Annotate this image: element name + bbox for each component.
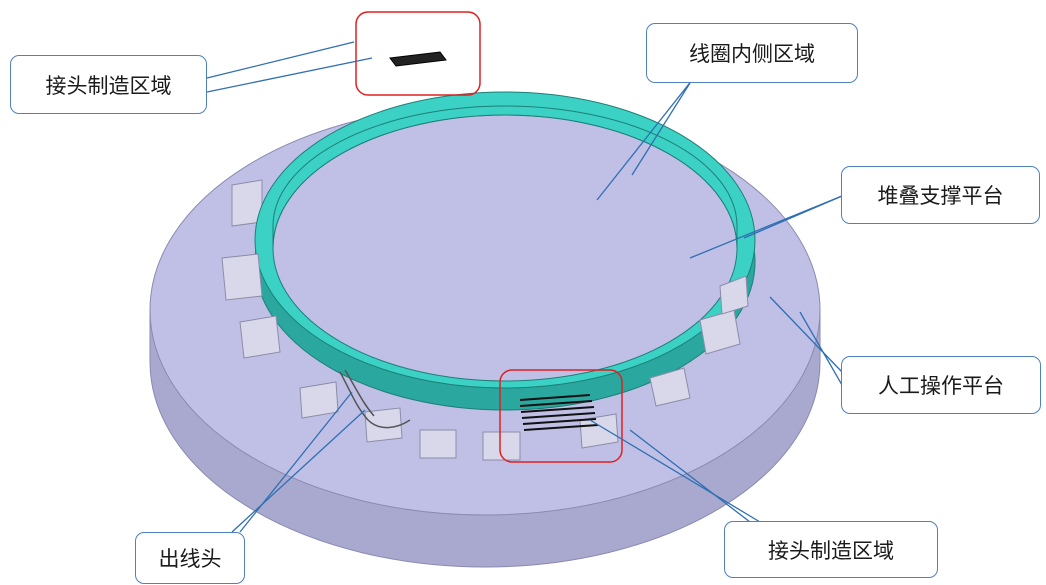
callout-coil-inner-area: 线圈内侧区域 bbox=[646, 23, 858, 83]
joint-tool-bottom bbox=[519, 394, 599, 431]
coil-ring bbox=[254, 91, 756, 411]
callout-joint-area-top: 接头制造区域 bbox=[10, 55, 207, 114]
callout-joint-area-bottom: 接头制造区域 bbox=[724, 521, 938, 578]
stack-support-blocks-front bbox=[221, 253, 749, 461]
callout-lead-out: 出线头 bbox=[135, 532, 245, 584]
lead-out-cables bbox=[339, 369, 411, 429]
callout-stack-support-platform: 堆叠支撑平台 bbox=[841, 166, 1040, 224]
coil-inner-wall bbox=[272, 105, 738, 249]
joint-tool-top bbox=[389, 51, 447, 67]
highlight-box-top bbox=[355, 11, 481, 96]
highlight-box-bottom bbox=[499, 369, 623, 463]
leader-lines bbox=[206, 41, 843, 533]
callout-manual-operation-platform: 人工操作平台 bbox=[841, 356, 1041, 414]
coil-inner-hole bbox=[272, 114, 738, 382]
